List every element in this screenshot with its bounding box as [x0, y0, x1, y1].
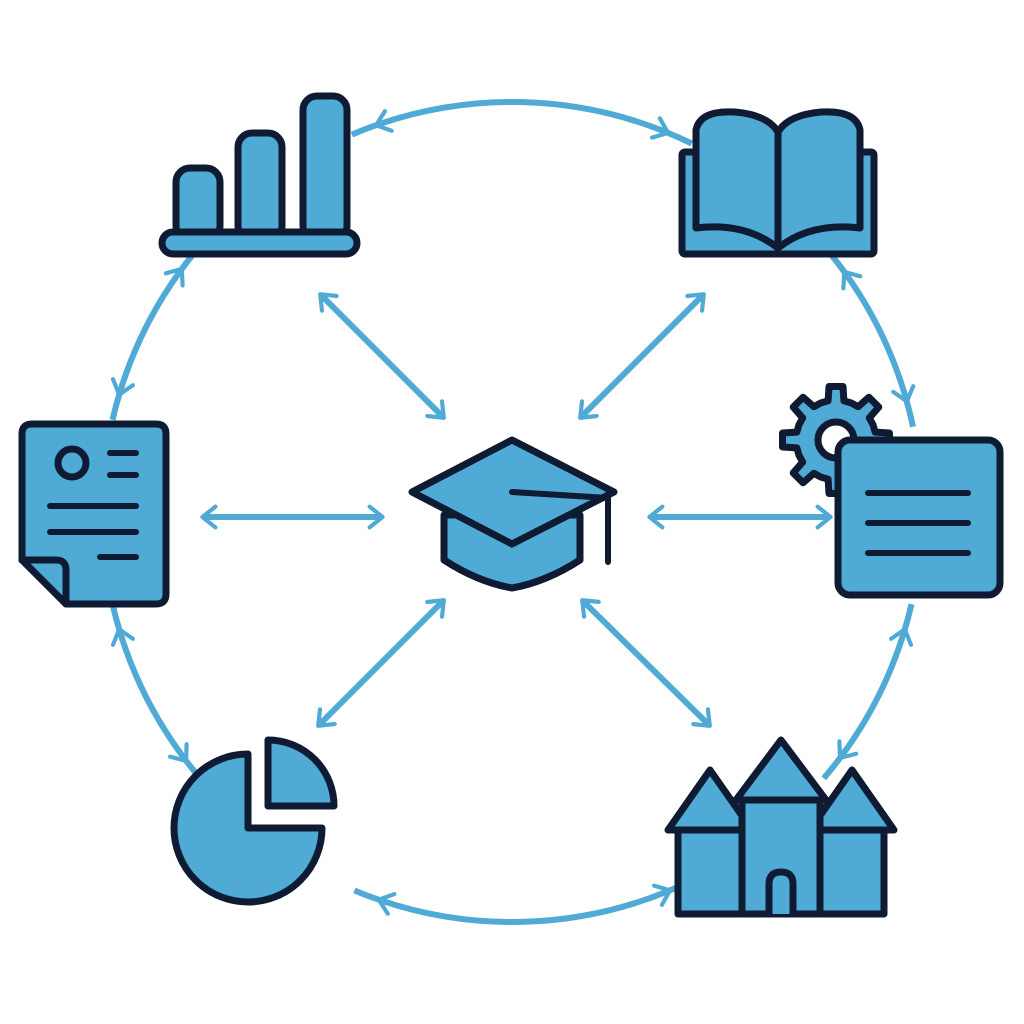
- cycle-arc-tail: [901, 603, 915, 633]
- graduation-cap-icon: [408, 436, 618, 592]
- resume-document-icon: [18, 420, 170, 608]
- cycle-arc-tail: [664, 129, 694, 147]
- double-arrow: [318, 292, 446, 420]
- pie-chart-icon: [170, 736, 338, 906]
- cycle-arc-arrow: [373, 99, 671, 140]
- cycle-arc-arrow: [841, 269, 916, 404]
- open-book-icon: [678, 108, 878, 258]
- cycle-arc-arrow: [837, 627, 914, 761]
- cycle-arc-arrow: [110, 627, 189, 763]
- cycle-arc-arrow: [376, 883, 673, 925]
- cycle-arc-arrow: [110, 266, 185, 397]
- double-arrow: [316, 598, 446, 728]
- double-arrow: [578, 292, 706, 420]
- cycle-arc-tail: [109, 603, 123, 633]
- bar-chart-icon: [158, 92, 361, 258]
- double-arrow: [580, 598, 712, 728]
- cycle-arc-tail: [903, 398, 916, 428]
- castle-icon: [664, 736, 898, 918]
- cycle-arc-tail: [821, 754, 844, 781]
- cycle-arc-tail: [109, 391, 123, 421]
- gear-document-icon: [779, 383, 1004, 599]
- cycle-arc-tail: [353, 887, 383, 904]
- spoke-arrows: [200, 292, 833, 728]
- cycle-arc-tail: [350, 121, 380, 138]
